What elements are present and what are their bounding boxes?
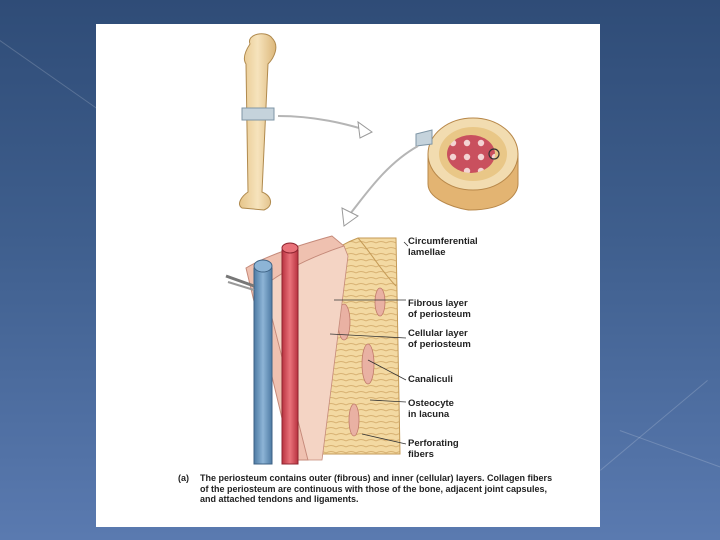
arrow-to-cross-section [277,115,367,131]
label-cellular-layer: Cellular layer of periosteum [408,328,471,350]
arrow-to-detail [349,145,419,215]
leader-lines [329,241,409,445]
label-perforating-fibers: Perforating fibers [408,438,459,460]
caption-text: The periosteum contains outer (fibrous) … [200,473,553,504]
slide-content-panel: Circumferential lamellae Fibrous layer o… [96,24,600,527]
label-circumferential-lamellae: Circumferential lamellae [408,236,478,258]
periosteum-detail [225,235,401,465]
decorative-line [0,40,99,110]
cross-section-plane [241,107,275,121]
label-fibrous-layer: Fibrous layer of periosteum [408,298,471,320]
bone-cross-section [415,117,519,211]
caption-tag: (a) [178,473,189,483]
figure-caption: (a) The periosteum contains outer (fibro… [178,473,560,505]
decorative-line [619,430,720,472]
periosteum-illustration [225,33,519,465]
label-canaliculi: Canaliculi [408,374,453,385]
long-bone [239,33,277,211]
label-osteocyte: Osteocyte in lacuna [408,398,454,420]
